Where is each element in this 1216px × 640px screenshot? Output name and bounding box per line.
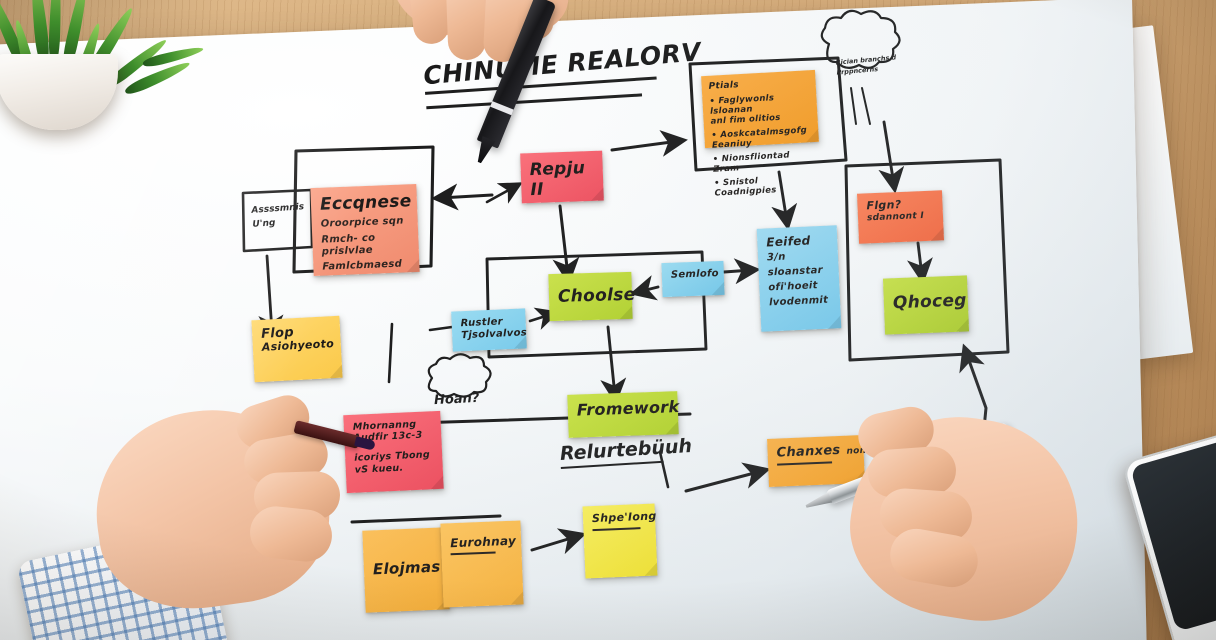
note-title: Shpe'Iong <box>591 509 657 526</box>
sticky-note-flgn[interactable]: Flgn? sdannont I <box>856 190 945 244</box>
note-title: Semlofo <box>670 268 720 281</box>
sticky-note-fromework[interactable]: Fromework <box>567 391 680 438</box>
sticky-note-qhoceg[interactable]: Qhoceg <box>882 275 970 335</box>
note-line: lvodenmit <box>768 294 829 308</box>
note-line: Asiohyeoto <box>261 337 335 355</box>
note-title: Eccqnese <box>319 191 412 215</box>
note-line: ofi'hoeit <box>768 279 818 294</box>
note-underline <box>450 551 496 556</box>
note-underline <box>592 527 641 532</box>
pen-nib <box>354 436 376 451</box>
sticky-note-rustler[interactable]: Rustler Tjsolvalvos <box>451 308 528 352</box>
sticky-note-orange-list[interactable]: Ptials • Faglywonls lsloanan anl fim oli… <box>701 69 819 198</box>
sticky-note-flop[interactable]: Flop Asiohyeoto <box>251 315 343 383</box>
note-title: Eeifed <box>766 233 811 250</box>
sticky-note-sembeljo[interactable]: Semlofo <box>661 260 725 298</box>
finger <box>445 0 487 61</box>
hand-left <box>16 389 388 640</box>
sticky-note-eeifed[interactable]: Eeifed 3/n sloanstar ofi'hoeit lvodenmit <box>756 225 842 332</box>
note-line: Famlcbmaesd <box>322 259 403 274</box>
hand-right-with-pen <box>804 401 1126 640</box>
potted-plant <box>0 0 205 166</box>
note-line: Tjsolvalvos <box>460 327 528 342</box>
note-line: Oroorpice sqn <box>320 215 404 230</box>
label-how: Hoan? <box>433 390 480 409</box>
note-line: sdannont I <box>866 210 925 224</box>
plant-pot <box>0 54 118 130</box>
note-title: Ptials <box>708 80 740 92</box>
note-title: Choolse <box>557 284 636 307</box>
note-title: Fromework <box>576 397 680 420</box>
note-title: Qhoceg <box>892 290 968 314</box>
finger <box>407 0 451 46</box>
note-line: 3/n <box>766 251 786 264</box>
sticky-note-eurohnay[interactable]: Eurohnay <box>440 520 524 608</box>
marker-band <box>490 101 514 116</box>
note-title: Repju II <box>529 158 586 201</box>
note-title: Eurohnay <box>449 533 517 551</box>
sticky-note-eccqnese[interactable]: Eccqnese Oroorpice sqn Rmch- co prislvla… <box>310 183 420 277</box>
sticky-note-choolse[interactable]: Choolse <box>548 271 636 322</box>
label-assessment: Assssmnis U'ng <box>251 202 305 230</box>
pen-tip <box>804 492 832 512</box>
sticky-note-shpelong[interactable]: Shpe'Iong <box>582 503 658 579</box>
note-line: sloanstar <box>767 264 824 279</box>
note-line: Rmch- co prislvlae <box>321 232 376 258</box>
sticky-note-repju[interactable]: Repju II <box>520 150 604 204</box>
